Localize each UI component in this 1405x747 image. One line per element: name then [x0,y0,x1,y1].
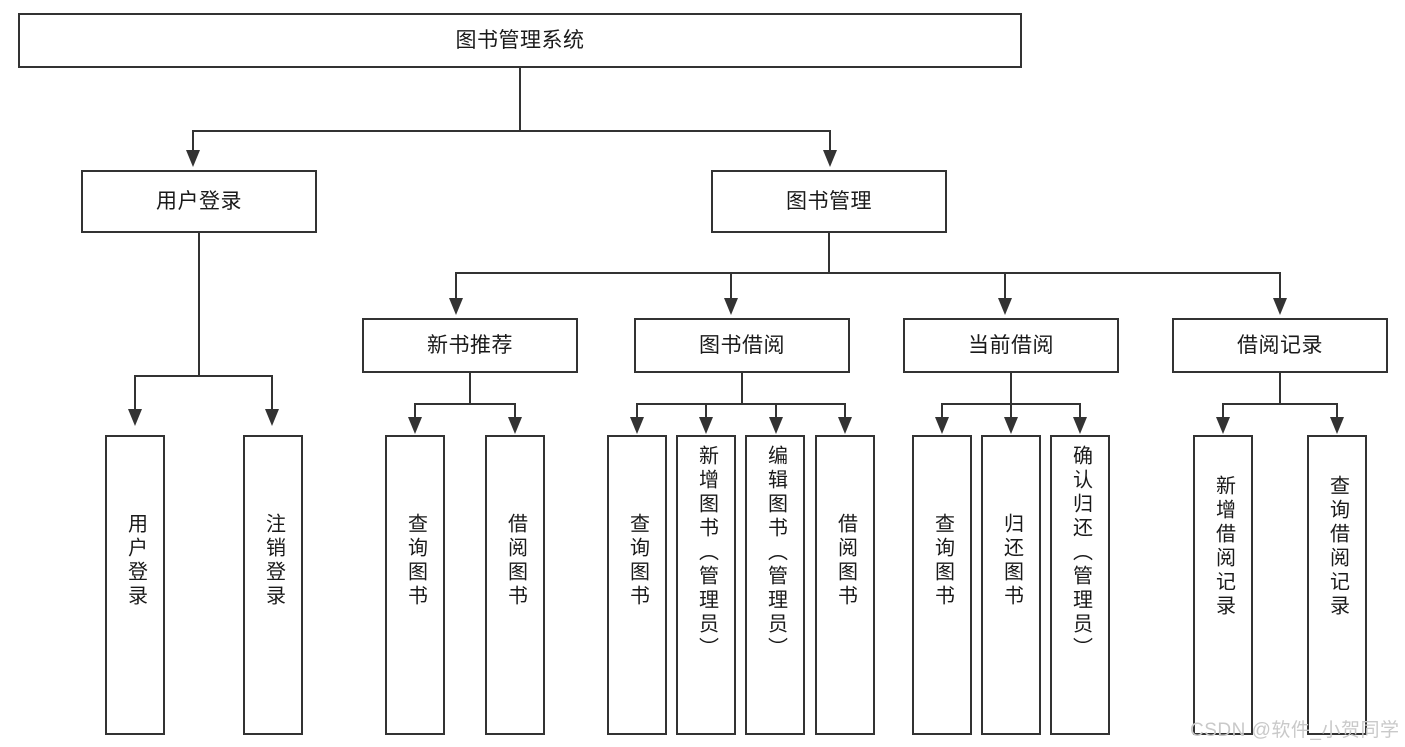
connector-book-borrow-to-leaf-2 [705,403,707,419]
arrow-borrow-record-to-leaf-1 [1216,417,1230,434]
arrow-book-borrow-to-leaf-1 [630,417,644,434]
node-user-login[interactable]: 用户登录 [81,170,317,233]
arrow-new-book-recommend-to-leaf-2 [508,417,522,434]
leaf-borrow-book-recommend[interactable]: 借阅图书 [485,435,545,735]
leaf-return-book[interactable]: 归还图书 [981,435,1041,735]
node-label: 注销登录 [262,513,285,609]
connector-current-borrow-to-leaf-1 [941,403,943,419]
node-label: 借阅图书 [504,513,527,609]
connector-book-borrow-stem [741,373,743,403]
node-label: 图书管理系统 [455,28,585,52]
arrow-current-borrow-to-leaf-3 [1073,417,1087,434]
node-root-book-management-system[interactable]: 图书管理系统 [18,13,1022,68]
connector-to-current-borrow [1004,272,1006,300]
node-label: 查询图书 [931,513,954,609]
connector-user-login-bar [134,375,271,377]
node-label: 当前借阅 [968,333,1054,357]
connector-user-login-to-leaf-2 [271,375,273,411]
connector-root-stem [519,68,521,130]
arrow-book-borrow-to-leaf-3 [769,417,783,434]
connector-borrow-record-stem [1279,373,1281,403]
arrow-book-borrow-to-leaf-2 [699,417,713,434]
leaf-user-logout[interactable]: 注销登录 [243,435,303,735]
node-label: 查询图书 [626,513,649,609]
node-new-book-recommend[interactable]: 新书推荐 [362,318,578,373]
arrow-to-new-book-recommend [449,298,463,315]
connector-book-management-stem [828,233,830,272]
node-label: 新增借阅记录 [1212,475,1235,619]
connector-to-borrow-record [1279,272,1281,300]
node-label: 查询图书 [404,513,427,609]
node-label: 图书借阅 [699,333,785,357]
leaf-query-book-current[interactable]: 查询图书 [912,435,972,735]
leaf-add-borrow-record[interactable]: 新增借阅记录 [1193,435,1253,735]
connector-book-borrow-to-leaf-4 [844,403,846,419]
arrow-user-login-to-leaf-2 [265,409,279,426]
arrow-current-borrow-to-leaf-2 [1004,417,1018,434]
node-label: 新书推荐 [427,333,513,357]
connector-current-borrow-stem [1010,373,1012,403]
arrow-to-book-borrow [724,298,738,315]
node-label: 用户登录 [156,189,242,213]
leaf-borrow-book-borrow[interactable]: 借阅图书 [815,435,875,735]
leaf-edit-book-admin[interactable]: 编辑图书（管理员） [745,435,805,735]
node-label: 用户登录 [124,513,147,609]
arrow-root-to-book-management [823,150,837,167]
connector-current-borrow-to-leaf-3 [1079,403,1081,419]
leaf-confirm-return-admin[interactable]: 确认归还（管理员） [1050,435,1110,735]
leaf-add-book-admin[interactable]: 新增图书（管理员） [676,435,736,735]
connector-book-borrow-bar [636,403,846,405]
node-label: 新增图书（管理员） [695,445,718,661]
node-label: 图书管理 [786,189,872,213]
connector-root-to-book-management [829,130,831,152]
node-book-management[interactable]: 图书管理 [711,170,947,233]
node-label: 编辑图书（管理员） [764,445,787,661]
connector-new-book-recommend-to-leaf-2 [514,403,516,419]
node-label: 借阅记录 [1237,333,1323,357]
node-label: 归还图书 [1000,513,1023,609]
arrow-borrow-record-to-leaf-2 [1330,417,1344,434]
connector-user-login-stem [198,233,200,375]
connector-to-new-book-recommend [455,272,457,300]
connector-to-book-borrow [730,272,732,300]
connector-user-login-to-leaf-1 [134,375,136,411]
connector-new-book-recommend-to-leaf-1 [414,403,416,419]
connector-level3-bar [455,272,1281,274]
connector-borrow-record-bar [1222,403,1338,405]
connector-new-book-recommend-stem [469,373,471,403]
arrow-current-borrow-to-leaf-1 [935,417,949,434]
arrow-book-borrow-to-leaf-4 [838,417,852,434]
arrow-new-book-recommend-to-leaf-1 [408,417,422,434]
connector-root-bar [192,130,831,132]
connector-new-book-recommend-bar [414,403,516,405]
connector-root-to-user-login [192,130,194,152]
connector-borrow-record-to-leaf-2 [1336,403,1338,419]
node-label: 查询借阅记录 [1326,475,1349,619]
leaf-query-book-recommend[interactable]: 查询图书 [385,435,445,735]
connector-book-borrow-to-leaf-1 [636,403,638,419]
arrow-to-borrow-record [1273,298,1287,315]
leaf-user-login[interactable]: 用户登录 [105,435,165,735]
arrow-user-login-to-leaf-1 [128,409,142,426]
node-current-borrow[interactable]: 当前借阅 [903,318,1119,373]
leaf-query-borrow-record[interactable]: 查询借阅记录 [1307,435,1367,735]
connector-book-borrow-to-leaf-3 [775,403,777,419]
node-book-borrow[interactable]: 图书借阅 [634,318,850,373]
arrow-root-to-user-login [186,150,200,167]
leaf-query-book-borrow[interactable]: 查询图书 [607,435,667,735]
connector-current-borrow-to-leaf-2 [1010,403,1012,419]
arrow-to-current-borrow [998,298,1012,315]
node-label: 确认归还（管理员） [1069,445,1092,661]
node-borrow-record[interactable]: 借阅记录 [1172,318,1388,373]
connector-borrow-record-to-leaf-1 [1222,403,1224,419]
node-label: 借阅图书 [834,513,857,609]
